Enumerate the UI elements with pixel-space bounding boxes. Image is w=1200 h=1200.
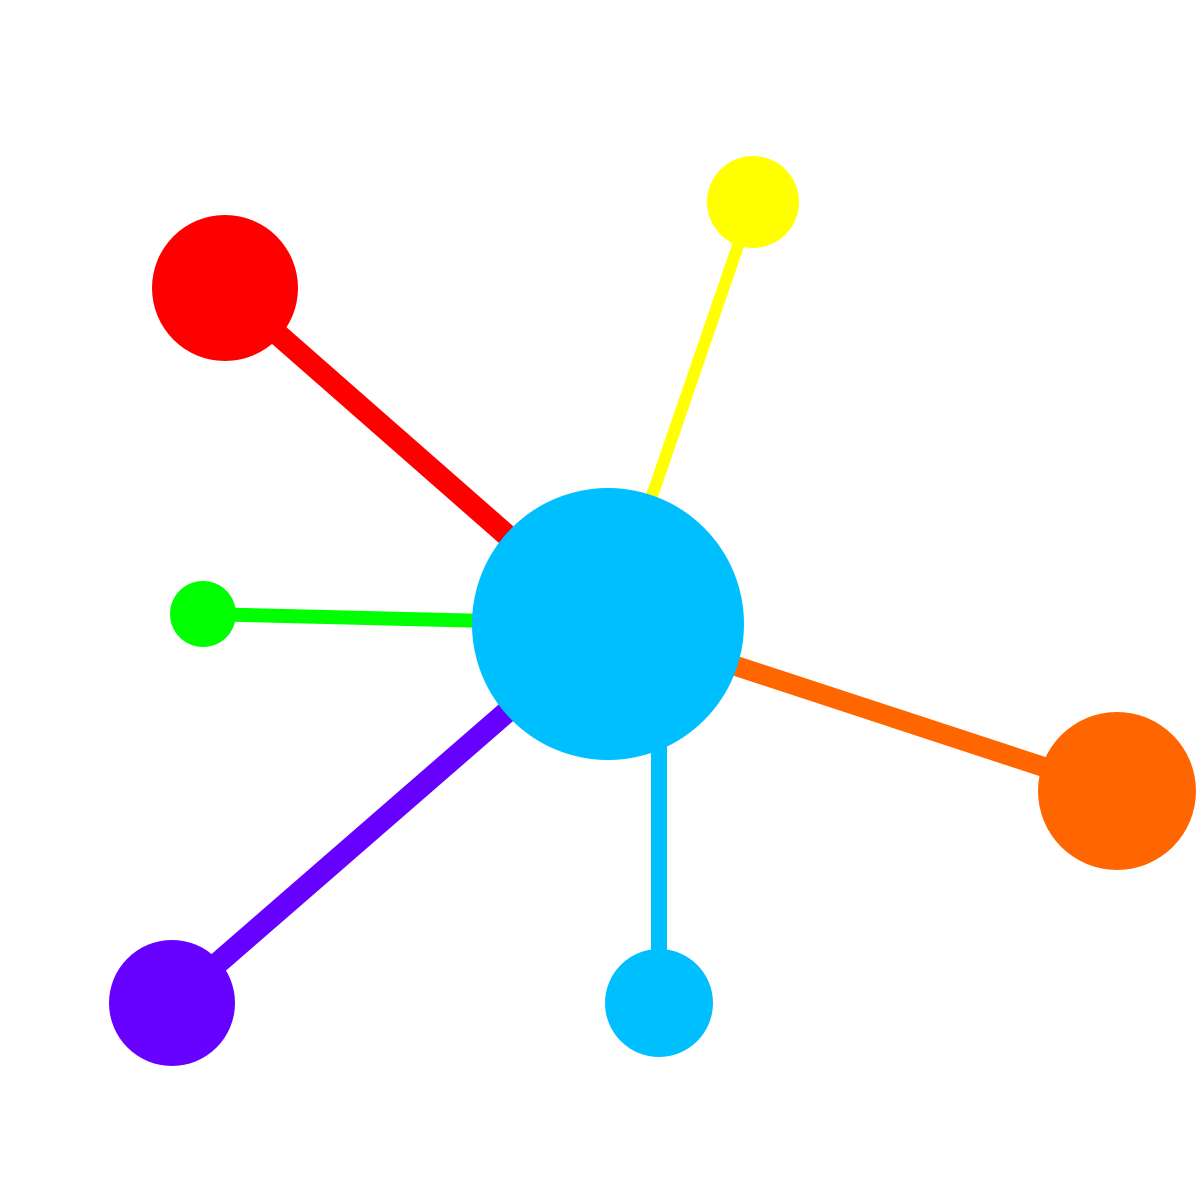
node-red [152, 215, 298, 361]
node-green [170, 581, 236, 647]
node-purple [109, 940, 235, 1066]
nodes-layer [109, 156, 1196, 1066]
node-blue [605, 949, 713, 1057]
node-orange [1038, 712, 1196, 870]
hub-node [472, 488, 744, 760]
node-yellow [707, 156, 799, 248]
